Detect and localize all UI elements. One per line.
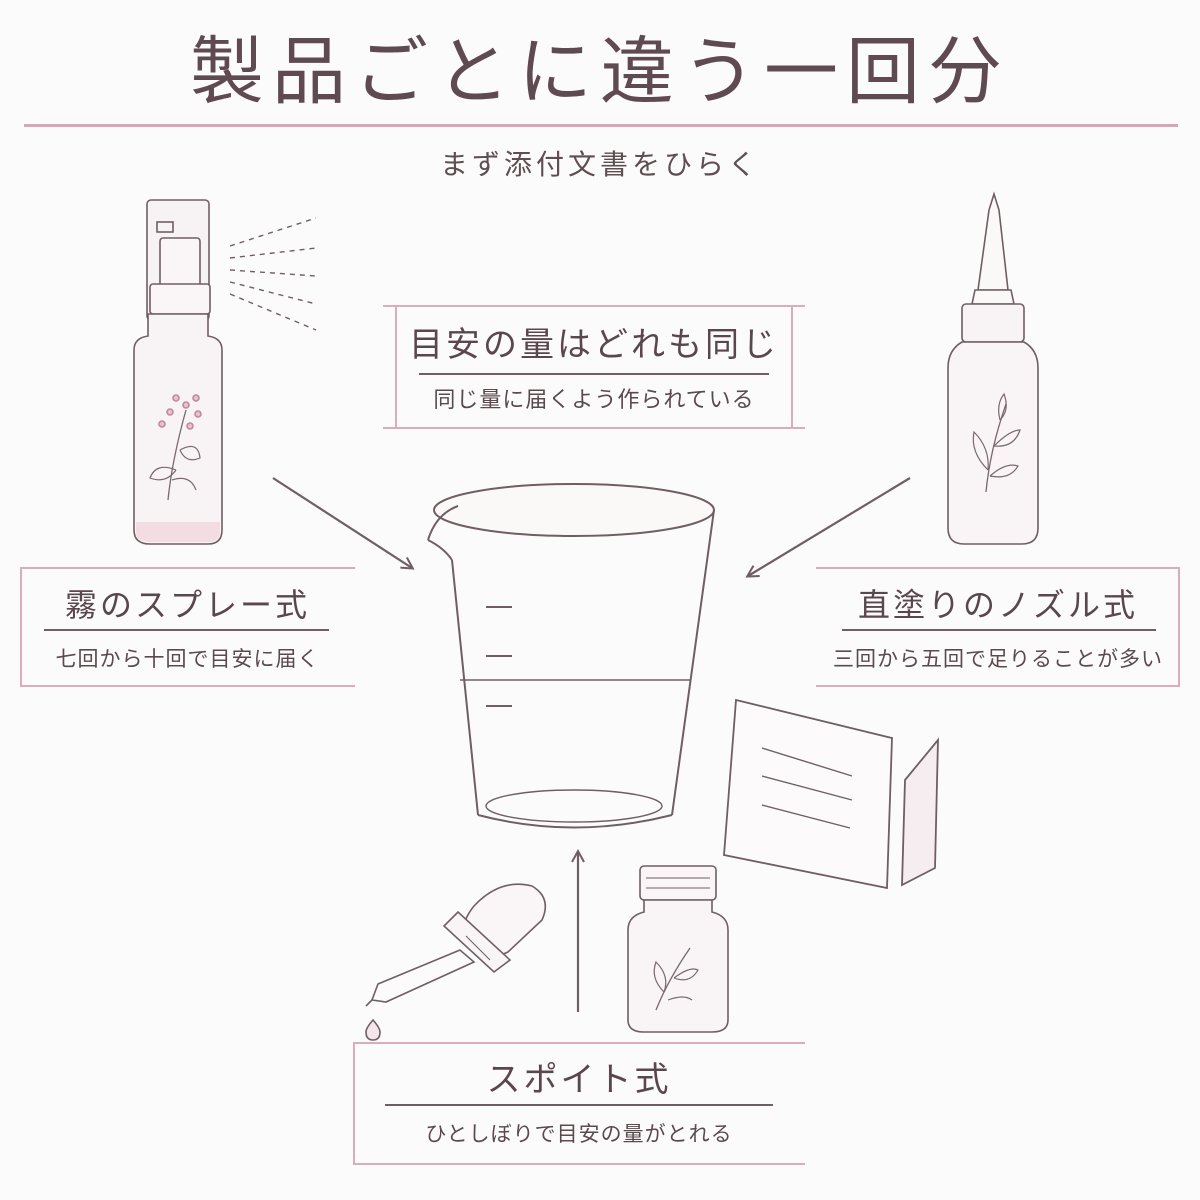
- dropper-icon: [365, 883, 547, 1041]
- left-panel: 霧のスプレー式 七回から十回で目安に届く: [20, 567, 355, 687]
- left-panel-description: 七回から十回で目安に届く: [55, 647, 320, 671]
- page-subtitle: まず添付文書をひらく: [439, 148, 760, 181]
- right-panel-heading: 直塗りのノズル式: [857, 586, 1138, 624]
- arrow-from-nozzle: [748, 477, 911, 576]
- left-panel-heading: 霧のスプレー式: [64, 586, 310, 624]
- right-panel-description: 三回から五回で足りることが多い: [833, 647, 1163, 671]
- nozzle-bottle-icon: [947, 191, 1039, 545]
- spray-bottle-icon: [133, 199, 317, 545]
- page-title: 製品ごとに違う一回分: [190, 29, 1010, 115]
- center-panel-divider: [419, 373, 769, 375]
- left-panel-divider: [44, 629, 329, 631]
- right-panel: 直塗りのノズル式 三回から五回で足りることが多い: [816, 567, 1180, 687]
- bottom-panel: スポイト式 ひとしぼりで目安の量がとれる: [353, 1042, 805, 1165]
- bottom-panel-divider: [385, 1104, 773, 1106]
- center-panel-heading: 目安の量はどれも同じ: [409, 325, 779, 365]
- center-panel: 目安の量はどれも同じ 同じ量に届くよう作られている: [383, 305, 805, 429]
- bottom-panel-description: ひとしぼりで目安の量がとれる: [425, 1122, 733, 1146]
- center-panel-description: 同じ量に届くよう作られている: [433, 388, 755, 413]
- right-panel-divider: [842, 629, 1156, 631]
- bottom-panel-heading: スポイト式: [486, 1060, 672, 1100]
- title-divider: [24, 124, 1178, 127]
- measuring-cup-icon: [427, 483, 715, 829]
- leaflet-icon: [723, 698, 939, 890]
- pill-bottle-icon: [627, 865, 729, 1033]
- arrow-from-spray: [272, 477, 412, 568]
